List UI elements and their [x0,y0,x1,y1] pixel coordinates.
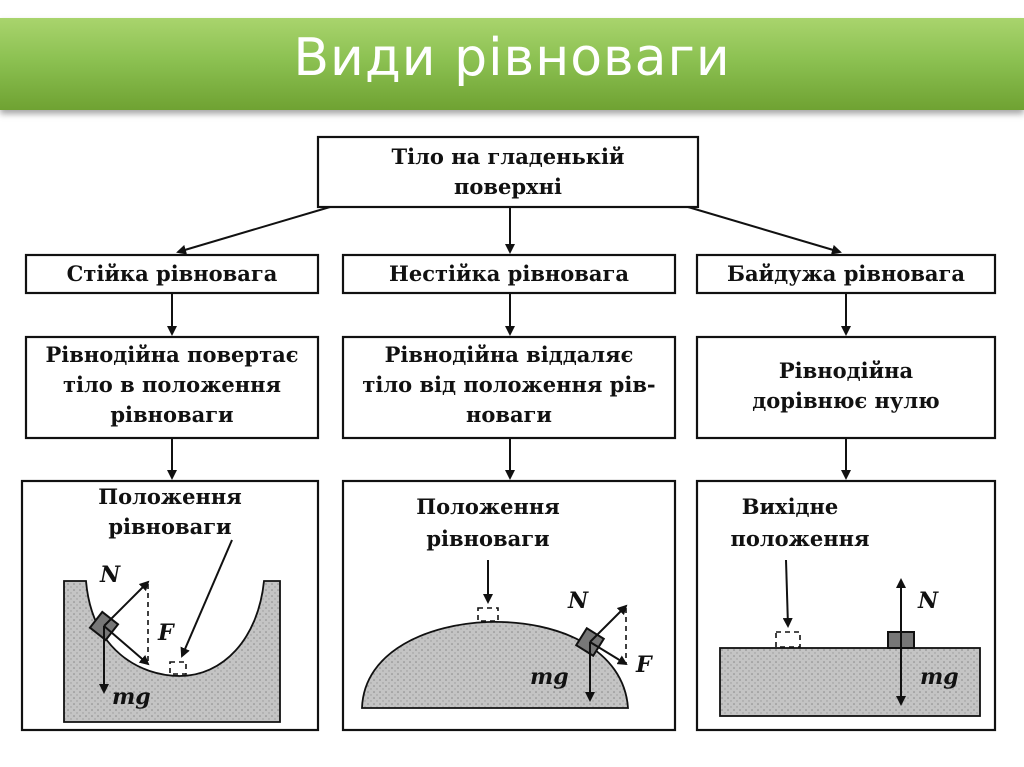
heading-stable: Стійка рівновага [24,253,320,295]
stable-n-symbol: N [99,562,121,588]
arrow-to-neutral [687,206,842,255]
flat-surface [719,647,981,717]
unstable-normal-vector [589,604,628,643]
neutral-n-symbol: N [917,588,939,614]
root-arrows [176,206,842,255]
unstable-resultant-vector [589,641,628,666]
desc-unstable-line-3: новаги [466,402,552,427]
stable-f-symbol: F [157,620,175,646]
panel-unstable: Положення рівноваги N F mg [341,479,677,732]
stable-normal-vector [103,580,150,627]
heading-neutral: Байдужа рівновага [695,253,997,295]
heading-neutral-text: Байдужа рівновага [727,261,965,286]
root-box: Тіло на гладенькій поверхні [316,135,700,209]
neutral-mg-symbol: mg [920,664,959,690]
neutral-label-line-1: Вихідне [742,494,839,519]
desc-stable-line-1: Рівнодійна повертає [46,342,299,367]
stable-resultant-vector [103,625,150,666]
desc-unstable: Рівнодійна віддаляє тіло від положення р… [341,335,677,440]
heading-unstable: Нестійка рівновага [341,253,677,295]
desc-neutral: Рівнодійна дорівнює нулю [695,335,997,440]
root-line-2: поверхні [454,174,562,199]
neutral-initial-spot [775,631,801,648]
unstable-mg-symbol: mg [530,664,569,690]
slide-title: Види рівноваги [293,28,731,88]
panel-neutral: Вихідне положення N mg [695,479,997,732]
stable-equilibrium-spot [169,661,187,675]
neutral-label-line-2: положення [730,526,869,551]
arrow-to-stable [176,206,331,255]
desc-neutral-line-2: дорівнює нулю [752,388,939,413]
unstable-equilibrium-spot [477,607,499,622]
stable-label-line-1: Положення [98,484,241,509]
neutral-pointer-arrow [782,559,793,628]
panel-stable: Положення рівноваги N F mg [20,479,320,732]
stable-label-line-2: рівноваги [108,514,231,539]
desc-stable: Рівнодійна повертає тіло в положення рів… [24,335,320,440]
stable-pointer-arrow [180,539,233,658]
unstable-f-symbol: F [635,652,653,678]
desc-stable-line-2: тіло в положення [63,372,281,397]
desc-stable-line-3: рівноваги [110,402,233,427]
title-bar [0,18,1024,110]
desc-unstable-line-2: тіло від положення рів- [362,372,655,397]
heading-stable-text: Стійка рівновага [67,261,278,286]
heading-unstable-text: Нестійка рівновага [389,261,629,286]
unstable-label-line-1: Положення [416,494,559,519]
hill-surface [361,621,629,709]
desc-neutral-line-1: Рівнодійна [779,358,914,383]
unstable-label-line-2: рівноваги [426,526,549,551]
stable-mg-symbol: mg [112,684,151,710]
unstable-n-symbol: N [567,588,589,614]
desc-unstable-line-1: Рівнодійна віддаляє [385,342,634,367]
root-line-1: Тіло на гладенькій [392,144,625,169]
